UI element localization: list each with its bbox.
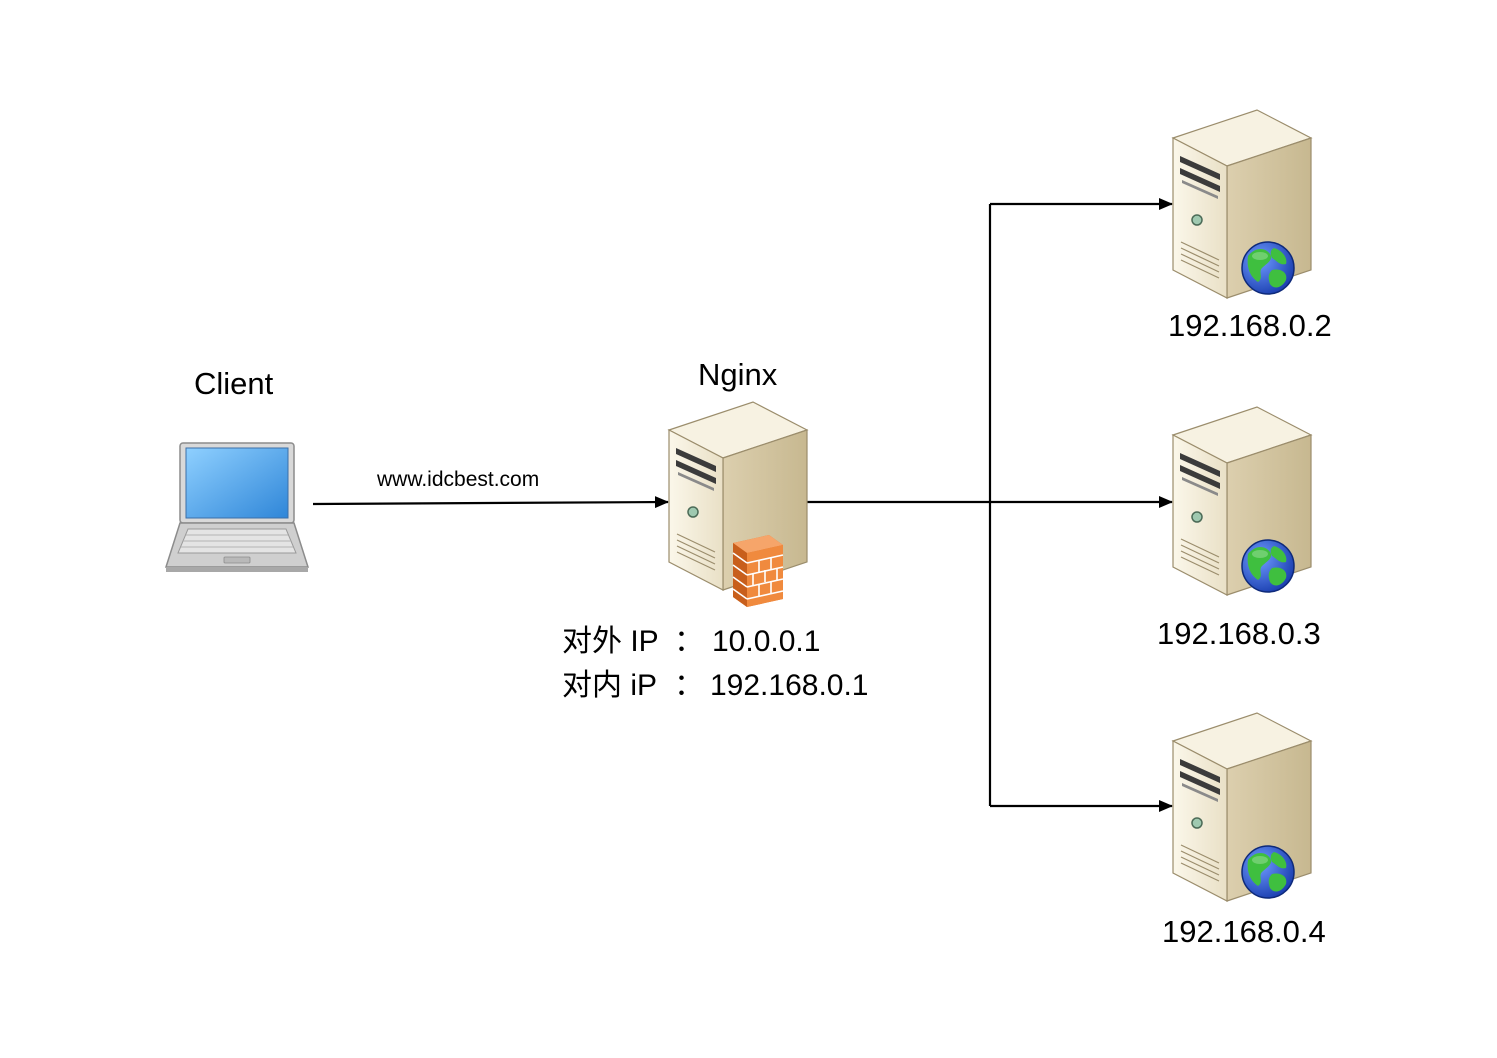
external-ip-value: 10.0.0.1 bbox=[712, 625, 821, 658]
internal-ip-name: 对内 iP bbox=[562, 669, 658, 702]
client-to-nginx-arrow bbox=[312, 496, 669, 509]
request-url-label: www.idcbest.com bbox=[377, 468, 540, 491]
backend-label-2: 192.168.0.3 bbox=[1157, 616, 1321, 651]
nginx-external-ip-row: 对外 IP ：10.0.0.1 bbox=[562, 616, 820, 660]
external-ip-name: 对外 IP bbox=[562, 625, 659, 658]
globe-icon bbox=[1241, 845, 1295, 899]
backend-label-1: 192.168.0.2 bbox=[1168, 308, 1332, 343]
client-label: Client bbox=[194, 366, 274, 401]
internal-ip-sep: ： bbox=[674, 669, 704, 702]
backend-label-3: 192.168.0.4 bbox=[1162, 914, 1326, 949]
nginx-internal-ip-row: 对内 iP ：192.168.0.1 bbox=[562, 660, 868, 704]
nginx-label: Nginx bbox=[698, 357, 778, 392]
external-ip-sep: ： bbox=[674, 625, 704, 658]
connections bbox=[312, 198, 1173, 812]
globe-icon bbox=[1241, 539, 1295, 593]
firewall-icon bbox=[732, 535, 784, 607]
laptop-icon bbox=[164, 442, 310, 572]
internal-ip-value: 192.168.0.1 bbox=[710, 669, 869, 702]
globe-icon bbox=[1241, 241, 1295, 295]
